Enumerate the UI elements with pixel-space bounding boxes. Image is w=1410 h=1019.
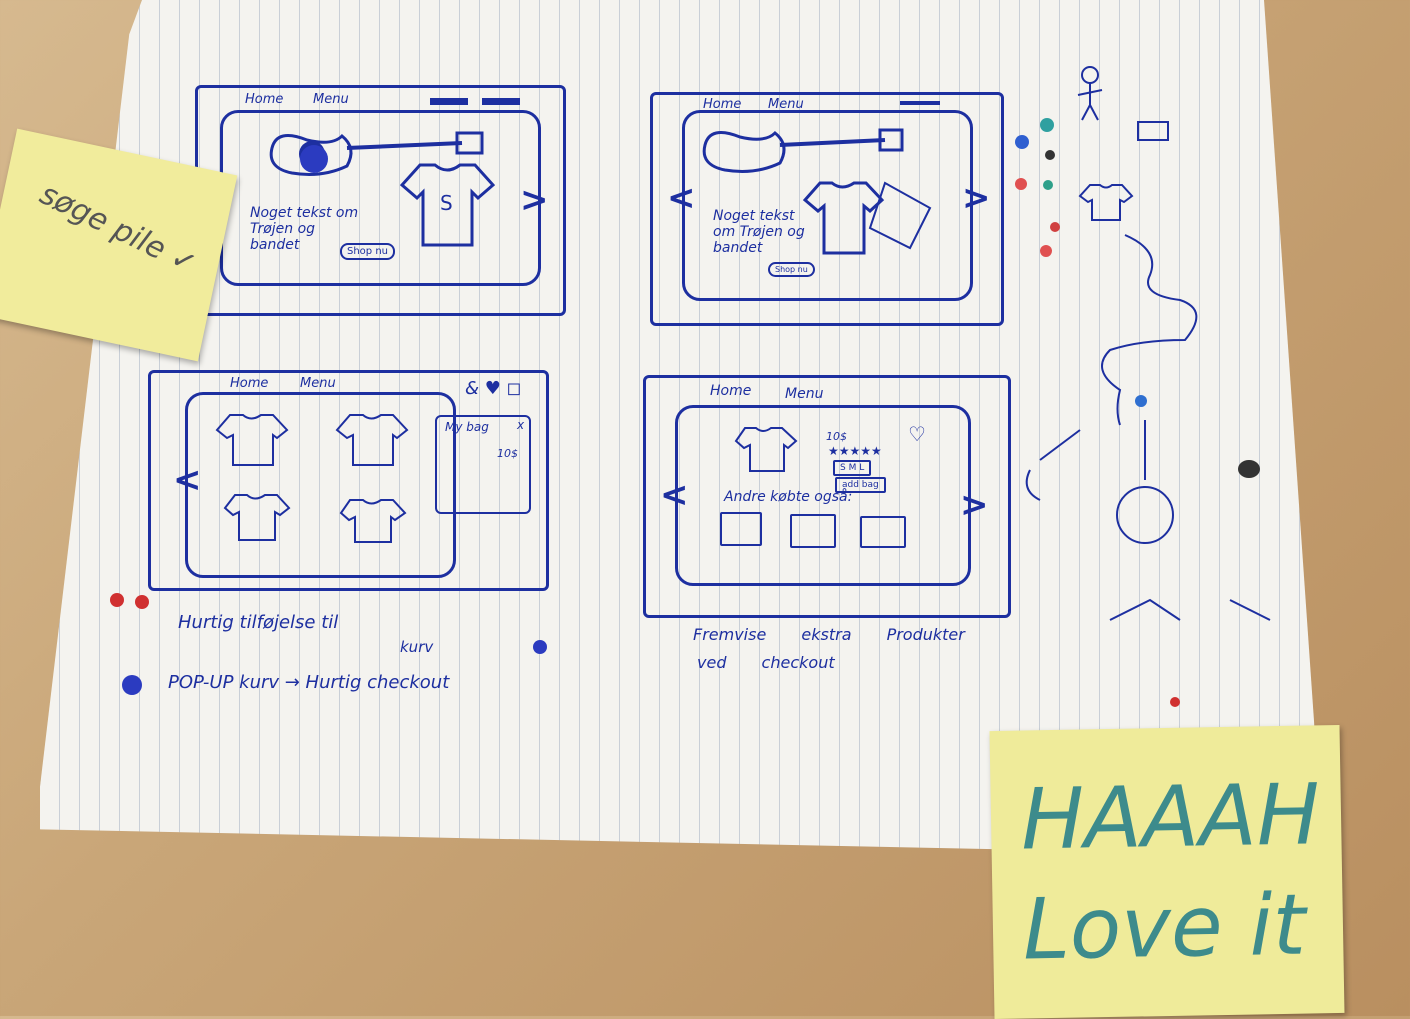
- sketch-3-popup-close: x: [517, 418, 525, 432]
- sketch-3-bag-popup: [435, 415, 531, 514]
- marker-dot: [1135, 395, 1147, 407]
- tshirt-icon: [802, 181, 932, 255]
- sketch-4-add-bag: add bag: [835, 477, 886, 493]
- sketch-4-price: 10$: [826, 430, 847, 443]
- sketch-4-rec-1: [720, 512, 762, 546]
- note-extra-products-1: Fremvise ekstra Produkter: [693, 625, 965, 644]
- sticky-note-left-text: søge pile ✓: [34, 176, 203, 283]
- sketch-2-shop-button: Shop nu: [768, 262, 815, 277]
- sketch-3-nav-home: Home: [230, 376, 269, 391]
- sketch-1-arrow-right: >: [520, 180, 549, 220]
- sketch-3-nav-menu: Menu: [300, 376, 336, 391]
- marker-dot: [1040, 245, 1052, 257]
- sketch-4-arrow-right: >: [960, 485, 989, 525]
- note-popup-cart: POP-UP kurv → Hurtig checkout: [168, 672, 450, 693]
- marker-dot: [110, 593, 124, 607]
- marker-dot: [1045, 150, 1055, 160]
- sketch-3-nav-icons: & ♥ ◻: [465, 378, 522, 399]
- marker-dot: [1043, 180, 1053, 190]
- sketch-4-arrow-left: <: [660, 475, 689, 515]
- sketch-4-frame: [643, 375, 1011, 618]
- product-grid: [215, 414, 409, 543]
- band-doodle: [1025, 66, 1271, 621]
- marker-dot: [135, 595, 149, 609]
- stars-rating: ★★★★★: [828, 444, 882, 458]
- marker-dot: [1015, 178, 1027, 190]
- sticky-note-line-2: Love it: [1022, 875, 1307, 979]
- sketch-1-shop-button: Shop nu: [340, 243, 396, 260]
- note-quick-add-1: Hurtig tilføjelse til: [178, 612, 339, 633]
- sketch-2-nav-bar: [900, 101, 940, 105]
- marker-dot: [1238, 460, 1260, 478]
- sketch-1-text: Noget tekst om Trøjen og bandet: [250, 205, 359, 253]
- marker-dot: [1015, 135, 1029, 149]
- sketch-3-grid-area: [185, 392, 456, 578]
- sketch-4-product-area: [675, 405, 971, 586]
- sketch-4-size: S M L: [833, 460, 872, 476]
- marker-dot: [300, 145, 328, 173]
- marker-dot: [1050, 222, 1060, 232]
- sketch-2-arrow-right: >: [962, 178, 991, 218]
- tshirt-icon: S: [400, 163, 495, 247]
- marker-dot: [1170, 697, 1180, 707]
- heart-icon: ♡: [908, 422, 926, 446]
- marker-dot: [122, 675, 142, 695]
- sketch-4-nav-menu: Menu: [785, 386, 824, 402]
- sketch-4-rec-3: [860, 516, 906, 548]
- sketch-3-popup-price: 10$: [497, 447, 518, 460]
- note-extra-products-2: ved checkout: [697, 653, 835, 672]
- sketch-2-frame: [650, 92, 1004, 326]
- sketch-4-rec-2: [790, 514, 836, 548]
- marker-dot: [533, 640, 547, 654]
- sticky-note-bottom-right: HAAAH Love it: [989, 724, 1345, 1019]
- sketch-2-hero: [682, 110, 973, 301]
- sketch-2-text: Noget tekst om Trøjen og bandet: [713, 208, 805, 256]
- sketch-1-nav-bar: [482, 98, 520, 105]
- sketch-1-nav-home: Home: [245, 92, 284, 107]
- sketch-3-frame: [148, 370, 549, 591]
- sketch-4-other: Andre købte også:: [724, 489, 853, 505]
- tshirt-icon: [734, 427, 798, 472]
- sketch-3-arrow-left: <: [173, 460, 202, 500]
- sketch-4-nav-home: Home: [710, 383, 752, 399]
- sketch-1-nav-menu: Menu: [313, 92, 349, 107]
- guitar-icon: [702, 128, 904, 173]
- sketch-1-nav-bar: [430, 98, 468, 105]
- sketch-2-nav-menu: Menu: [768, 97, 804, 112]
- sketch-2-nav-home: Home: [703, 97, 742, 112]
- note-quick-add-2: kurv: [400, 638, 434, 656]
- sticky-note-line-1: HAAAH: [1020, 765, 1321, 869]
- svg-text:S: S: [440, 191, 453, 215]
- marker-dot: [1040, 118, 1054, 132]
- sketch-2-arrow-left: <: [667, 178, 696, 218]
- sketch-3-popup-title: My bag: [445, 420, 489, 434]
